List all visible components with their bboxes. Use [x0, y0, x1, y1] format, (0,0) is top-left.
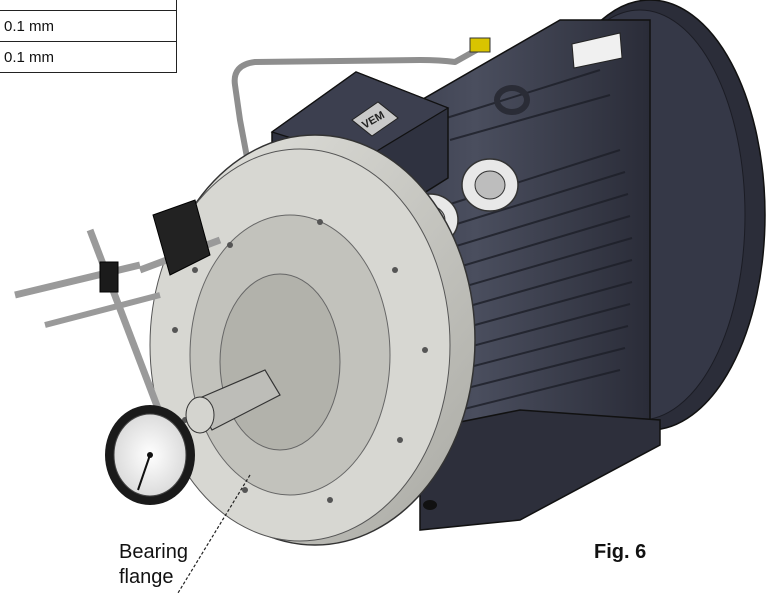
tolerance-table: 0.1 mm 0.1 mm [0, 0, 177, 73]
vem-logo: VEM [351, 101, 399, 137]
dial-gauge [105, 405, 195, 505]
table-cell-value: 0.1 mm [0, 41, 177, 73]
nameplate [571, 32, 623, 69]
lifting-eye [494, 85, 530, 115]
bearing-flange-label: Bearing flange [119, 541, 188, 588]
table-row: 0.1 mm [0, 41, 177, 73]
cable-gland [461, 158, 519, 212]
bearing-flange [149, 134, 476, 546]
table-row: 0.1 mm [0, 10, 177, 42]
lubrication-pipe [231, 37, 491, 201]
dial-indicator [14, 199, 222, 505]
motor-foot [419, 409, 661, 531]
callout-line [177, 474, 251, 593]
figure-label: Fig. 6 [594, 541, 647, 563]
table-cell-value: 0.1 mm [0, 10, 177, 42]
motor-shaft [185, 369, 281, 434]
